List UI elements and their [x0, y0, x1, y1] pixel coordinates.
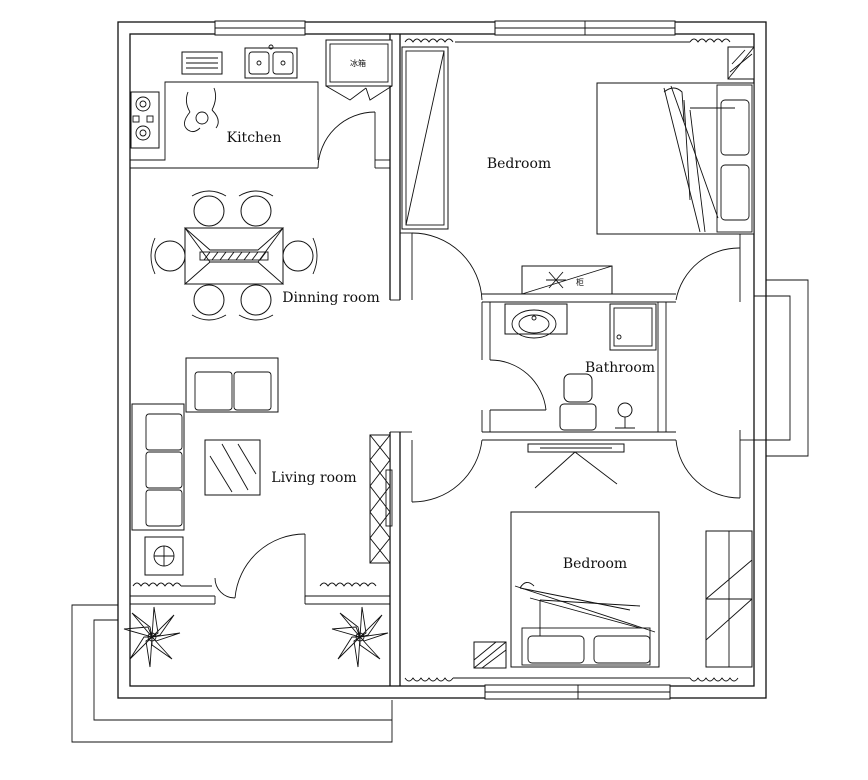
bathroom-fixtures: 柜: [504, 265, 657, 431]
balcony-plants: [123, 606, 389, 668]
room-label-kitchen: Kitchen: [227, 130, 282, 146]
table-runner-hatch: [203, 251, 267, 261]
room-label-dining: Dinning room: [282, 290, 379, 306]
room-label-bedroom-bottom: Bedroom: [563, 556, 627, 572]
windows: [214, 20, 676, 700]
bath-cabinet-label: 柜: [576, 277, 584, 287]
fridge-label: 冰箱: [350, 58, 366, 68]
doors: [214, 111, 741, 600]
room-label-living: Living room: [271, 470, 356, 486]
balcony-outline: [71, 604, 393, 743]
bedroom2-furniture: [473, 443, 753, 669]
living-furniture: [131, 357, 393, 576]
room-labels: Kitchen Bedroom Dinning room Bathroom Li…: [227, 130, 655, 572]
plant-right: [331, 606, 389, 668]
cabinet-star: [546, 271, 566, 289]
kitchen-fixtures: 冰箱: [130, 39, 393, 149]
curtains: [132, 38, 739, 682]
room-label-bathroom: Bathroom: [585, 360, 655, 376]
room-label-bedroom-top: Bedroom: [487, 156, 551, 172]
plant-left: [123, 606, 181, 668]
exterior-walls: [117, 21, 809, 699]
dining-set: [150, 190, 318, 321]
bedroom1-furniture: [401, 46, 755, 235]
cook-figure: [184, 87, 219, 133]
